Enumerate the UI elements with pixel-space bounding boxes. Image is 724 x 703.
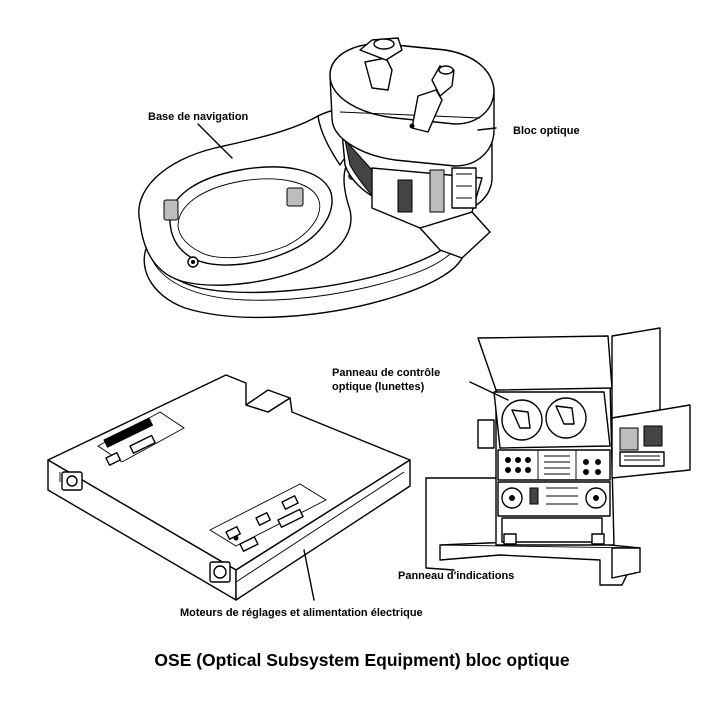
navigation-base-drawing (138, 107, 491, 319)
motors-box-drawing (47, 374, 411, 601)
optical-block-drawing (329, 37, 497, 229)
label-moteurs: Moteurs de réglages et alimentation élec… (180, 607, 423, 619)
console-drawing (425, 327, 691, 586)
label-panneau-controle-line1: Panneau de contrôle (332, 367, 441, 379)
label-panneau-indications: Panneau d'indications (398, 570, 515, 582)
figure-caption: OSE (Optical Subsystem Equipment) bloc o… (154, 650, 570, 670)
label-panneau-controle-line2: optique (lunettes) (332, 381, 425, 393)
label-panneau-controle: Panneau de contrôle optique (lunettes) (332, 366, 440, 394)
label-base-navigation: Base de navigation (148, 111, 249, 123)
label-bloc-optique: Bloc optique (513, 125, 580, 137)
